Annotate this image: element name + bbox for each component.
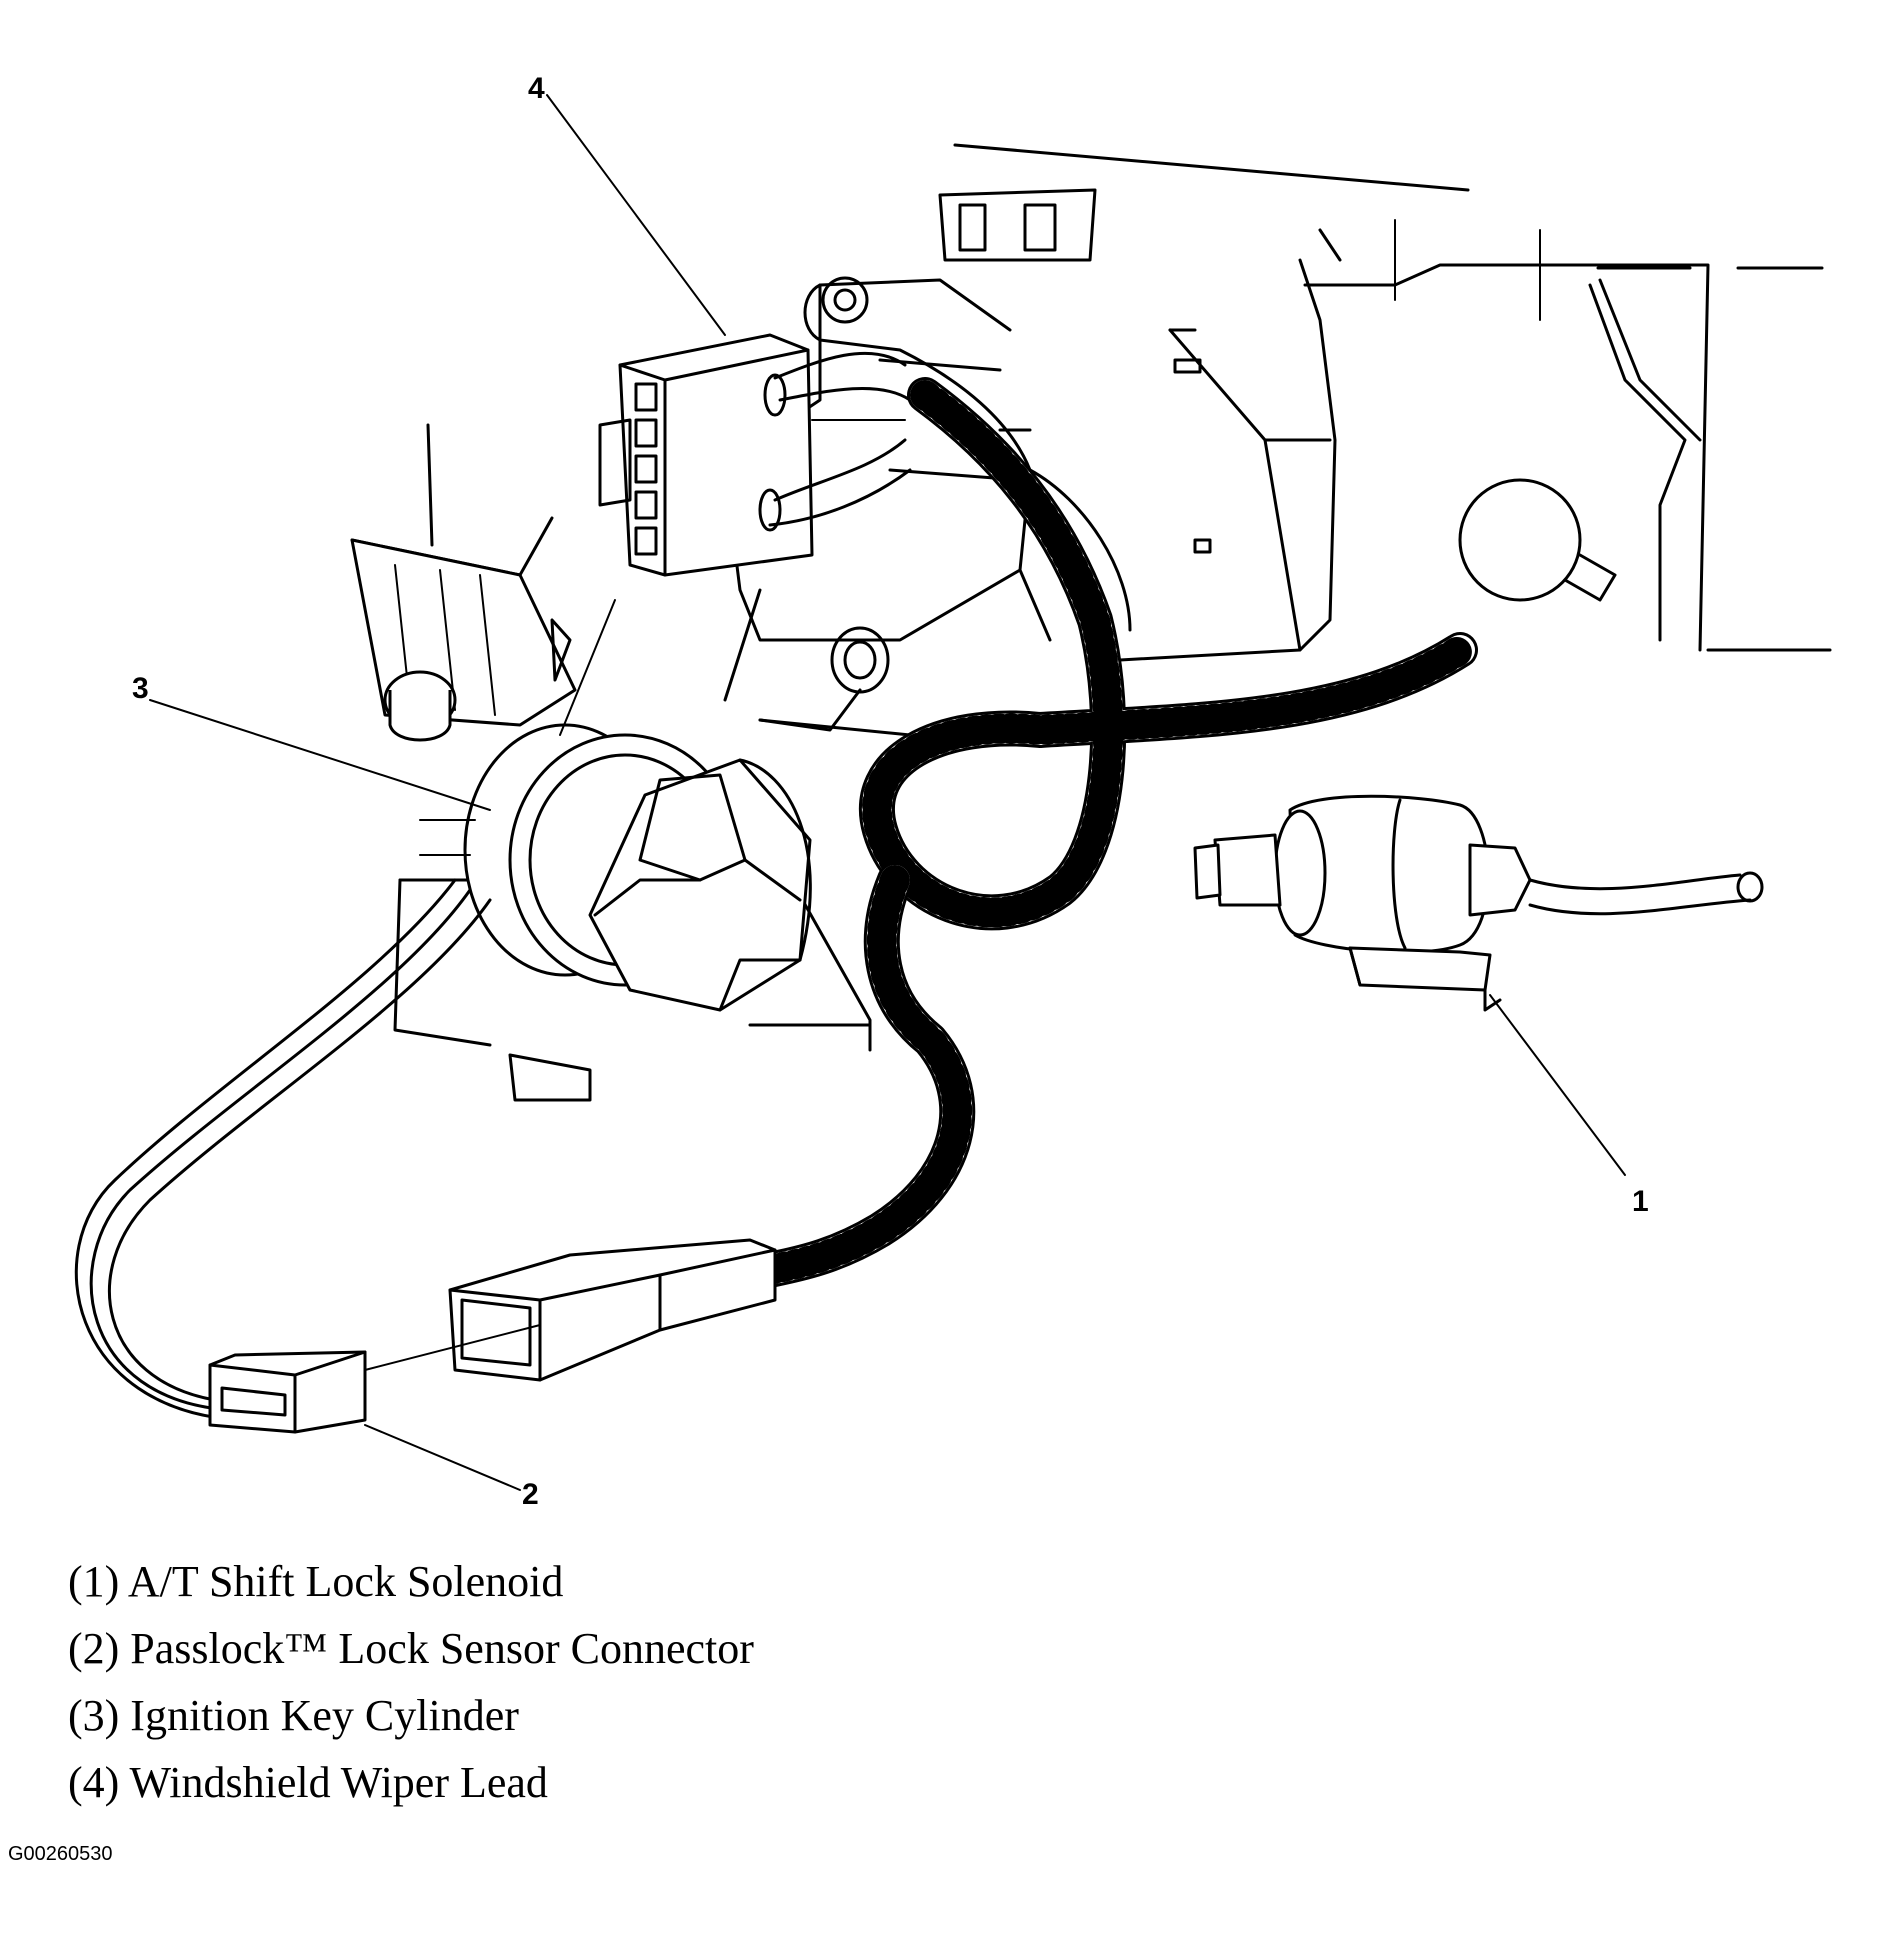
leader-line-4b (559, 599, 616, 736)
leader-lines (149, 94, 1626, 1491)
ignition-key-cylinder (419, 723, 812, 1012)
wiper-lead-connector (598, 333, 912, 577)
shift-lock-solenoid (1193, 794, 1764, 1012)
legend-item-3: (3) Ignition Key Cylinder (68, 1691, 519, 1740)
column-housing (938, 143, 1832, 662)
callout-4: 4 (528, 72, 545, 105)
passlock-wiring (74, 878, 777, 1434)
callout-1: 1 (1632, 1185, 1649, 1218)
legend-item-2: (2) Passlock™ Lock Sensor Connector (68, 1624, 754, 1673)
callout-3: 3 (132, 672, 149, 705)
figure-id: G00260530 (8, 1843, 113, 1865)
legend-item-1: (1) A/T Shift Lock Solenoid (68, 1557, 564, 1606)
leader-line-1 (1489, 994, 1626, 1176)
legend: (1) A/T Shift Lock Solenoid (2) Passlock… (68, 1548, 754, 1816)
leader-line-4 (546, 94, 726, 336)
leader-line-3 (149, 699, 491, 811)
leader-line-2 (364, 1424, 521, 1491)
mounting-bracket (350, 423, 577, 742)
legend-item-4: (4) Windshield Wiper Lead (68, 1758, 548, 1807)
wiring-harness (752, 377, 1478, 1288)
callout-2: 2 (522, 1478, 539, 1511)
